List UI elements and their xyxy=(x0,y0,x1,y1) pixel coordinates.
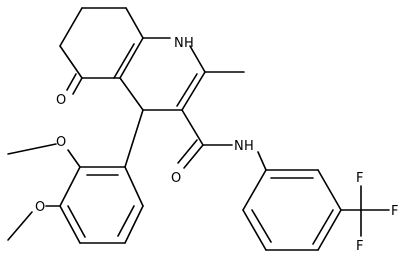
atom-h-ring: H xyxy=(184,36,194,51)
atom-o-methoxy-bottom: O xyxy=(35,200,45,215)
atom-h-amide: H xyxy=(244,139,254,154)
atom-o-amide: O xyxy=(171,171,181,186)
atom-o-ketone: O xyxy=(56,93,66,108)
atom-f-right: F xyxy=(391,204,398,219)
methoxy-groups xyxy=(7,143,81,241)
atom-f-bottom: F xyxy=(356,239,363,254)
ketone-bond xyxy=(66,73,83,95)
dimethoxyphenyl-ring xyxy=(59,109,144,244)
trifluoromethylphenyl-ring xyxy=(242,169,342,251)
carboxamide-group xyxy=(177,109,267,171)
cyclohexenone-ring xyxy=(59,7,144,79)
atom-o-methoxy-top: O xyxy=(56,135,66,150)
trifluoromethyl-group xyxy=(340,185,390,237)
dihydropyridine-ring xyxy=(119,37,206,111)
atom-f-top: F xyxy=(356,171,363,186)
atom-n-amide: N xyxy=(234,139,244,154)
atom-n-ring: N xyxy=(174,36,184,51)
